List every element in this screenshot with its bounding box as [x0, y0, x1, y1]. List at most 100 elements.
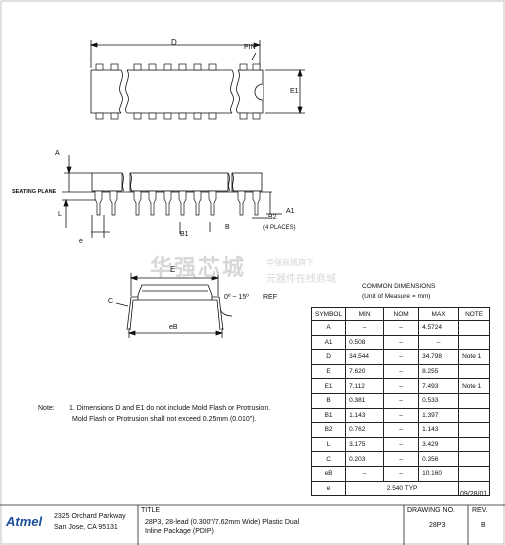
- table-row: eB––10.160: [310, 465, 491, 482]
- cell-note: [458, 480, 491, 497]
- cell-max: 0.533: [418, 392, 460, 409]
- drawing-date: 09/28/01: [460, 491, 488, 498]
- cell-note: [458, 451, 491, 467]
- seating-plane-label: SEATING PLANE: [12, 189, 57, 195]
- cell-max: 34.798: [418, 349, 460, 365]
- cell-nom: –: [383, 349, 420, 365]
- cell-nom: –: [383, 436, 420, 453]
- cell-min: –: [345, 465, 385, 482]
- pin-label: PIN: [244, 44, 256, 51]
- atmel-logo: Atmel: [6, 514, 43, 529]
- dim-b2-label: B2: [268, 214, 277, 221]
- cell-symbol: C: [310, 451, 347, 467]
- top-view: [89, 40, 305, 115]
- dim-d-label: D: [171, 38, 177, 47]
- b2-places-note: (4 PLACES): [263, 225, 296, 231]
- cell-note: Note 1: [458, 378, 491, 394]
- cell-min: 1.143: [345, 407, 385, 424]
- dim-a1-label: A1: [286, 208, 295, 215]
- cell-min: 7.112: [345, 378, 385, 394]
- cell-nom: –: [383, 392, 420, 409]
- header-symbol: SYMBOL: [310, 307, 347, 321]
- cell-note: [458, 320, 491, 336]
- cell-max: 1.397: [418, 407, 460, 424]
- cell-note: [458, 392, 491, 409]
- title-line-2: Inline Package (PDIP): [145, 528, 214, 535]
- cell-symbol: E1: [310, 378, 347, 394]
- header-min: MIN: [345, 307, 385, 321]
- cell-nom: –: [383, 320, 420, 336]
- title-line-1: 28P3, 28-lead (0.300"/7.62mm Wide) Plast…: [145, 519, 300, 526]
- top-view-pins: [95, 63, 261, 120]
- cell-symbol: L: [310, 436, 347, 453]
- note-label: Note:: [38, 405, 55, 412]
- dim-c-label: C: [108, 298, 114, 305]
- side-view-leads: [94, 190, 261, 216]
- cell-symbol: B2: [310, 422, 347, 438]
- cell-min: 0.381: [345, 392, 385, 409]
- cell-symbol: D: [310, 349, 347, 365]
- dim-a-label: A: [55, 150, 60, 157]
- dim-b-label: B: [225, 224, 230, 231]
- cell-max: 1.143: [418, 422, 460, 438]
- cell-max: 10.160: [418, 465, 460, 482]
- cell-min: 0.508: [345, 334, 385, 351]
- cell-symbol: B1: [310, 407, 347, 424]
- cell-max: 3.429: [418, 436, 460, 453]
- dim-eb-label: eB: [169, 324, 178, 331]
- note-line-1: 1. Dimensions D and E1 do not include Mo…: [69, 405, 271, 412]
- cell-min: 34.544: [345, 349, 385, 365]
- rev-value: B: [481, 522, 486, 529]
- cell-max: –: [418, 334, 460, 351]
- dim-e1-label: E1: [290, 88, 299, 95]
- cell-nom: –: [383, 465, 420, 482]
- dimensions-title: COMMON DIMENSIONS: [362, 283, 436, 290]
- address-line-1: 2325 Orchard Parkway: [54, 513, 126, 520]
- angle-label: 0º ~ 15º: [224, 294, 249, 301]
- cell-nom: –: [383, 451, 420, 467]
- drawing-no-label: DRAWING NO.: [407, 507, 455, 514]
- cell-note: [458, 363, 491, 380]
- cell-nom: –: [383, 407, 420, 424]
- watermark-sub-bottom: 元器件在线商城: [266, 274, 336, 285]
- dimensions-subtitle: (Unit of Measure = mm): [362, 293, 431, 300]
- address-line-2: San Jose, CA 95131: [54, 524, 118, 531]
- angle-ref-label: REF: [263, 294, 277, 301]
- cell-min: 3.175: [345, 436, 385, 453]
- cell-symbol: e: [310, 480, 347, 497]
- cell-nom: –: [383, 363, 420, 380]
- cell-min: 0.762: [345, 422, 385, 438]
- cell-nom: –: [383, 334, 420, 351]
- cell-min: 0.203: [345, 451, 385, 467]
- dim-e-label: e: [79, 238, 83, 245]
- header-nom: NOM: [383, 307, 420, 321]
- cell-max: 0.356: [418, 451, 460, 467]
- cell-min: 7.620: [345, 363, 385, 380]
- cell-note: Note 1: [458, 349, 491, 365]
- title-label: TITLE: [141, 507, 161, 514]
- table-header-row: SYMBOL MIN NOM MAX NOTE: [310, 307, 491, 321]
- header-note: NOTE: [458, 307, 491, 321]
- cell-max: 8.255: [418, 363, 460, 380]
- cell-note: [458, 436, 491, 453]
- note-line-2: Mold Flash or Protrusion shall not excee…: [72, 416, 257, 423]
- dim-l-label: L: [58, 211, 62, 218]
- watermark-sub-top: 华强商城旗下: [266, 258, 314, 267]
- table-row: A––4.5724: [310, 320, 491, 336]
- dim-e-end-label: E: [170, 265, 176, 274]
- cell-symbol: B: [310, 392, 347, 409]
- cell-symbol: A: [310, 320, 347, 336]
